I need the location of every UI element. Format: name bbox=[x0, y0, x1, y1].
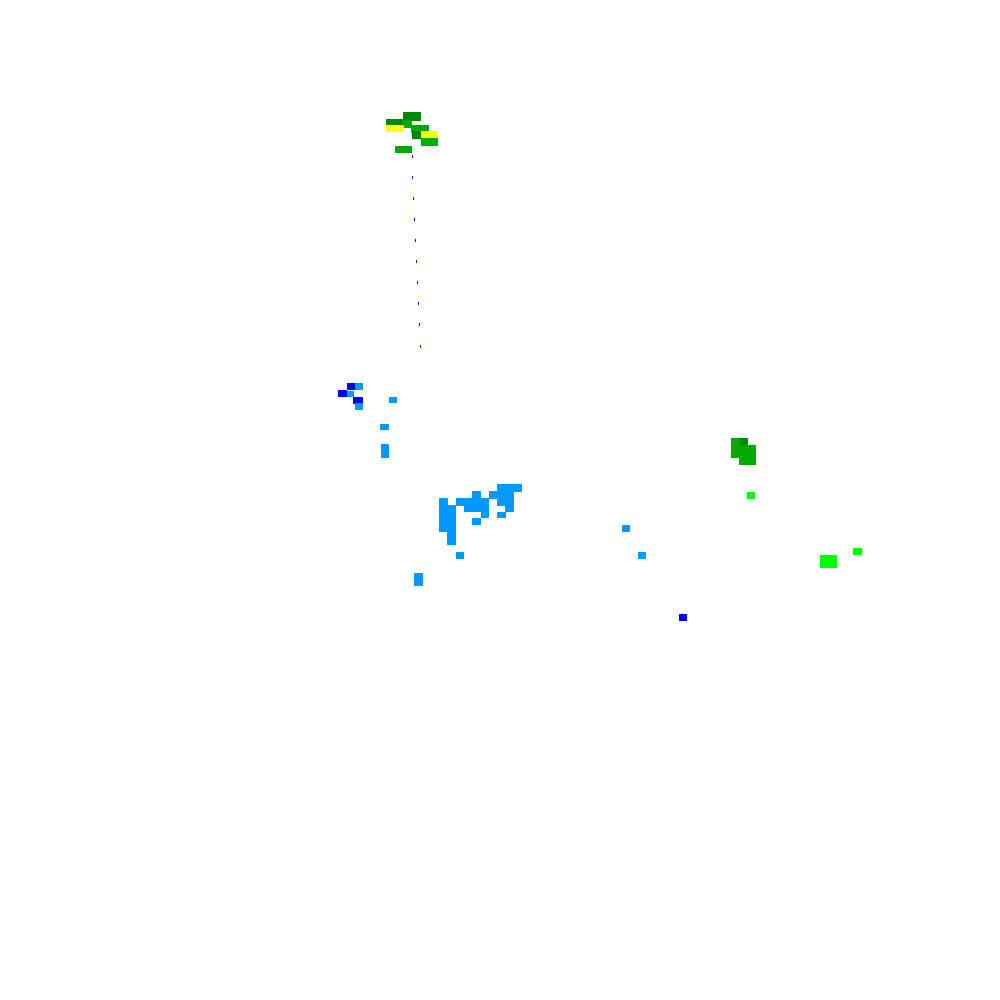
echo-pixel bbox=[421, 138, 438, 146]
echo-pixel bbox=[497, 512, 506, 518]
echo-pixel bbox=[731, 451, 740, 458]
precip-cell-east bbox=[820, 548, 862, 568]
echo-pixel bbox=[386, 119, 404, 126]
echo-pixel bbox=[853, 548, 862, 555]
echo-pixel bbox=[403, 112, 421, 121]
echo-pixel bbox=[472, 491, 481, 499]
echo-pixel bbox=[412, 131, 421, 139]
trail-dot bbox=[418, 302, 419, 305]
echo-pixel bbox=[338, 390, 347, 397]
echo-pixel bbox=[347, 383, 355, 390]
echo-pixel bbox=[421, 131, 438, 139]
echo-pixel bbox=[414, 573, 423, 586]
precip-cell-northeast bbox=[731, 438, 756, 499]
echo-pixel bbox=[489, 491, 514, 499]
trail-dot bbox=[420, 345, 421, 348]
echo-pixel bbox=[472, 518, 481, 525]
trail-dot bbox=[416, 260, 417, 263]
echo-pixel bbox=[739, 445, 756, 465]
precip-cell-north bbox=[386, 112, 438, 153]
echo-pixel bbox=[481, 512, 489, 518]
dotted-trail bbox=[412, 155, 421, 348]
echo-pixel bbox=[355, 383, 363, 390]
echo-pixel bbox=[456, 498, 489, 506]
echo-pixel bbox=[403, 120, 412, 128]
trail-dot bbox=[413, 197, 414, 200]
trail-dot bbox=[417, 281, 418, 284]
echo-pixel bbox=[747, 492, 755, 499]
echo-pixel bbox=[456, 552, 464, 559]
echo-pixel bbox=[411, 125, 429, 133]
echo-pixel bbox=[381, 444, 389, 458]
trail-dot bbox=[412, 176, 413, 179]
echo-pixel bbox=[505, 505, 514, 512]
trail-dot bbox=[415, 239, 416, 242]
precip-cell-west bbox=[338, 383, 397, 458]
echo-pixel bbox=[622, 525, 630, 532]
echo-pixel bbox=[389, 397, 397, 403]
precip-cell-central bbox=[414, 484, 522, 586]
trail-dot bbox=[414, 218, 415, 221]
echo-pixel bbox=[740, 438, 748, 445]
echo-pixel bbox=[820, 555, 837, 568]
echo-pixel bbox=[395, 146, 412, 153]
echo-pixel bbox=[439, 498, 448, 506]
echo-pixel bbox=[638, 552, 646, 559]
echo-pixel bbox=[464, 505, 489, 512]
echo-pixel bbox=[353, 397, 363, 404]
precip-scatter-east bbox=[622, 525, 687, 621]
echo-pixel bbox=[380, 424, 389, 430]
echo-pixel bbox=[447, 531, 456, 545]
echo-pixel bbox=[679, 614, 687, 621]
echo-pixel bbox=[439, 505, 456, 532]
echo-pixel bbox=[347, 391, 354, 397]
echo-pixel bbox=[355, 403, 363, 410]
trail-dot bbox=[412, 155, 413, 158]
echo-pixel bbox=[386, 125, 404, 132]
echo-pixel bbox=[497, 484, 522, 492]
trail-dot bbox=[419, 323, 420, 326]
echo-pixel bbox=[497, 498, 514, 506]
